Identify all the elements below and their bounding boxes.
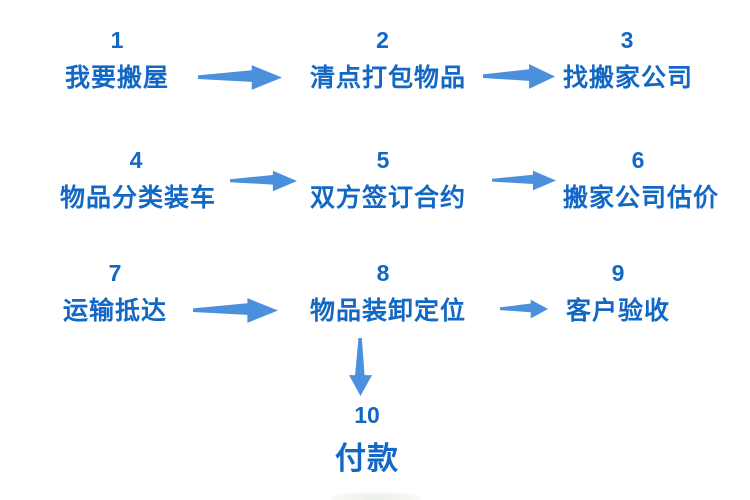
step-5: 5 双方签订合约 [310, 146, 467, 213]
step-8-number: 8 [376, 260, 390, 286]
step-10-label: 付款 [335, 440, 399, 476]
step-1-number: 1 [110, 27, 124, 53]
step-8: 8 物品装卸定位 [310, 259, 467, 326]
step-3-number: 3 [620, 27, 634, 53]
step-2-label: 清点打包物品 [310, 63, 467, 92]
step-6-label: 搬家公司估价 [563, 183, 720, 212]
step-3: 3 找搬家公司 [563, 26, 694, 93]
step-9-number: 9 [611, 260, 625, 286]
arrow-right-icon [500, 299, 548, 319]
step-6: 6 搬家公司估价 [563, 146, 720, 213]
step-4: 4 物品分类装车 [60, 146, 217, 213]
step-9: 9 客户验收 [564, 259, 672, 326]
step-7-number: 7 [108, 260, 122, 286]
step-1: 1 我要搬屋 [63, 26, 171, 93]
clipped-bottom-artifact [330, 492, 422, 500]
step-9-label: 客户验收 [565, 296, 670, 325]
arrow-right-icon [492, 170, 556, 191]
step-10-number: 10 [354, 402, 380, 428]
arrow-right-icon [230, 170, 297, 192]
arrow-right-icon [193, 298, 278, 323]
step-7: 7 运输抵达 [62, 259, 168, 326]
step-5-label: 双方签订合约 [310, 183, 467, 212]
step-4-label: 物品分类装车 [60, 183, 217, 212]
step-10: 10 付款 [312, 401, 422, 477]
arrow-right-icon [483, 64, 555, 89]
step-4-number: 4 [129, 147, 143, 173]
step-2: 2 清点打包物品 [310, 26, 467, 93]
step-5-number: 5 [376, 147, 390, 173]
step-1-label: 我要搬屋 [64, 63, 169, 92]
step-3-label: 找搬家公司 [563, 63, 694, 92]
step-6-number: 6 [631, 147, 645, 173]
step-8-label: 物品装卸定位 [310, 296, 467, 325]
arrow-down-icon [349, 338, 372, 396]
step-7-label: 运输抵达 [62, 296, 167, 325]
arrow-right-icon [198, 65, 282, 90]
step-2-number: 2 [376, 27, 389, 53]
